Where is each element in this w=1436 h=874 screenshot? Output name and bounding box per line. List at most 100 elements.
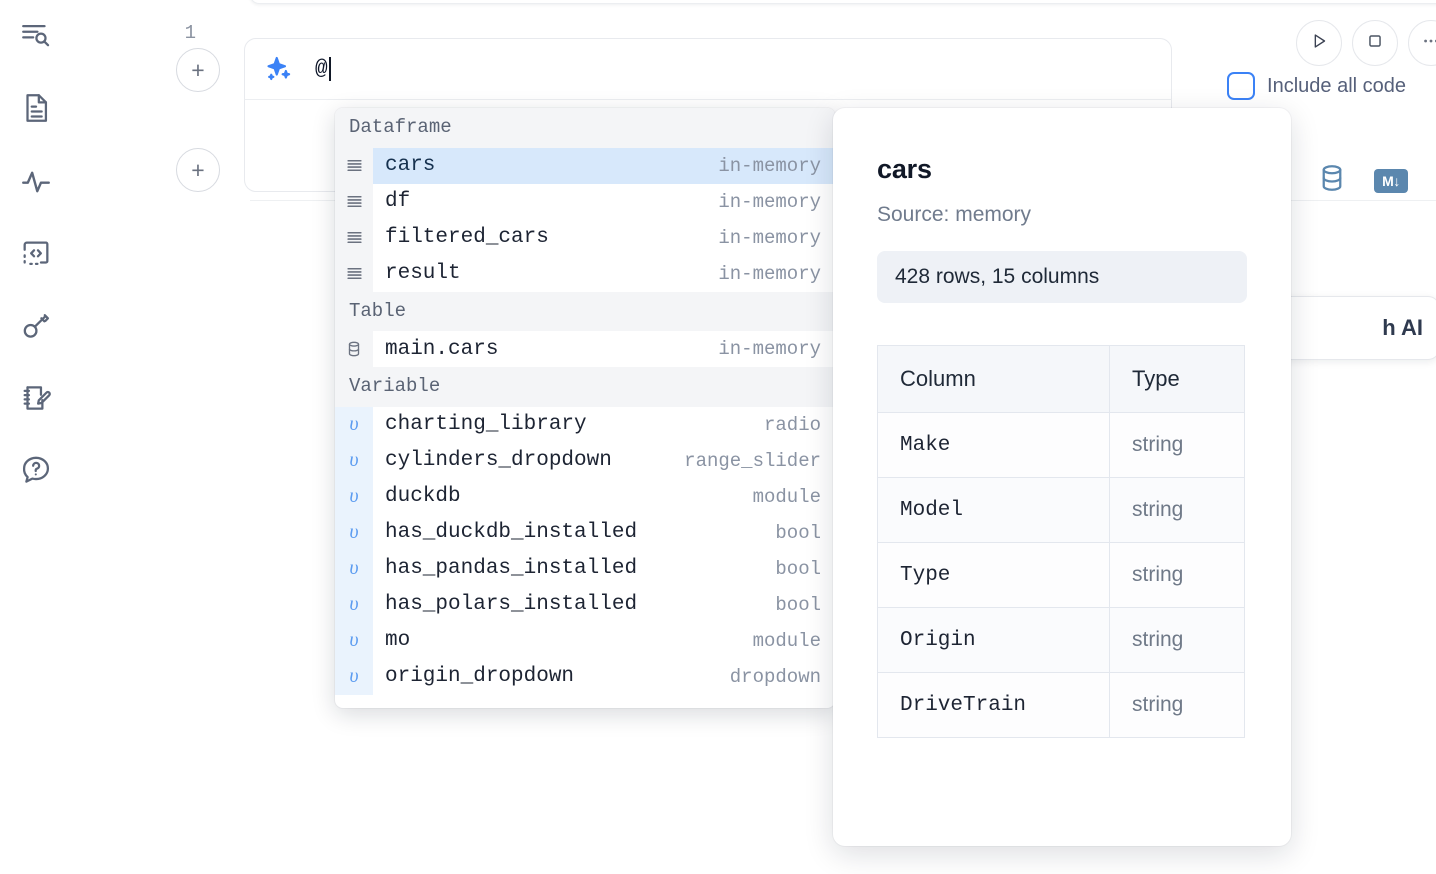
key-icon bbox=[19, 309, 53, 343]
dataframe-icon bbox=[335, 147, 373, 184]
text-caret bbox=[328, 57, 331, 81]
sidebar-item-secrets[interactable] bbox=[14, 304, 58, 348]
sidebar-item-help[interactable] bbox=[14, 448, 58, 492]
variable-icon: υ bbox=[335, 406, 373, 443]
left-sidebar-rail bbox=[0, 0, 72, 874]
cell-run-controls bbox=[1296, 20, 1436, 66]
autocomplete-item[interactable]: result in-memory bbox=[335, 255, 835, 292]
plus-icon: + bbox=[191, 156, 205, 183]
autocomplete-item-type: in-memory bbox=[718, 226, 821, 249]
more-cell-actions-button[interactable] bbox=[1408, 20, 1436, 66]
variable-icon: υ bbox=[335, 586, 373, 623]
ai-sparkle-icon bbox=[263, 54, 293, 84]
variable-icon: υ bbox=[335, 442, 373, 479]
autocomplete-item-name: has_pandas_installed bbox=[385, 557, 638, 581]
include-all-code-checkbox[interactable] bbox=[1227, 72, 1256, 100]
plus-icon: + bbox=[191, 56, 205, 83]
autocomplete-item-name: duckdb bbox=[385, 485, 461, 509]
doc-stats-pill: 428 rows, 15 columns bbox=[877, 251, 1247, 303]
sidebar-item-variables[interactable] bbox=[14, 160, 58, 204]
doc-title: cars bbox=[877, 154, 932, 184]
autocomplete-item[interactable]: df in-memory bbox=[335, 183, 835, 220]
autocomplete-item-type: in-memory bbox=[718, 147, 835, 184]
doc-column-type: string bbox=[1109, 672, 1245, 738]
include-all-code-label: Include all code bbox=[1267, 74, 1406, 97]
doc-column-type: string bbox=[1109, 412, 1245, 478]
table-db-icon bbox=[335, 331, 373, 368]
autocomplete-item-type: bool bbox=[775, 593, 821, 616]
autocomplete-item[interactable]: υ cylinders_dropdown range_slider bbox=[335, 442, 835, 479]
hidden-ai-card-label: h AI bbox=[1382, 315, 1423, 340]
file-text-icon bbox=[19, 91, 53, 125]
autocomplete-item-name: cars bbox=[373, 147, 719, 184]
sidebar-item-snippets[interactable] bbox=[14, 232, 58, 276]
code-brackets-icon bbox=[19, 237, 53, 271]
doc-header-type: Type bbox=[1109, 345, 1245, 413]
dataframe-icon bbox=[335, 183, 373, 220]
autocomplete-item[interactable]: υ charting_library radio bbox=[335, 406, 835, 443]
outline-search-icon bbox=[19, 19, 53, 53]
doc-column-type: string bbox=[1109, 542, 1245, 608]
notebook-pencil-icon bbox=[19, 381, 53, 415]
autocomplete-item-type: bool bbox=[775, 557, 821, 580]
ai-prompt-input[interactable]: @ bbox=[315, 57, 1153, 81]
autocomplete-item-type: bool bbox=[775, 521, 821, 544]
dataframe-doc-panel: cars Source: memory 428 rows, 15 columns… bbox=[833, 108, 1291, 846]
autocomplete-group-header: Table bbox=[335, 291, 835, 332]
autocomplete-item-type: in-memory bbox=[718, 190, 821, 213]
variable-icon: υ bbox=[335, 622, 373, 659]
dataframe-icon bbox=[335, 255, 373, 292]
doc-column-name: DriveTrain bbox=[877, 672, 1110, 738]
cell-type-icons: M↓ bbox=[1316, 162, 1408, 199]
sidebar-item-outline-search[interactable] bbox=[14, 14, 58, 58]
sidebar-item-notebook-file[interactable] bbox=[14, 86, 58, 130]
previous-cell-card bbox=[250, 0, 1436, 4]
autocomplete-item-name: cylinders_dropdown bbox=[385, 449, 612, 473]
add-cell-above-button[interactable]: + bbox=[176, 48, 220, 92]
autocomplete-item-name: has_polars_installed bbox=[385, 593, 638, 617]
markdown-icon[interactable]: M↓ bbox=[1374, 168, 1408, 193]
run-cell-button[interactable] bbox=[1296, 20, 1342, 66]
variable-icon: υ bbox=[335, 478, 373, 515]
stop-square-icon bbox=[1364, 30, 1386, 57]
autocomplete-item-type: range_slider bbox=[684, 449, 821, 472]
ai-prompt-value: @ bbox=[315, 57, 328, 81]
add-cell-below-button[interactable]: + bbox=[176, 148, 220, 192]
autocomplete-item-name: charting_library bbox=[385, 413, 587, 437]
variable-icon: υ bbox=[335, 514, 373, 551]
doc-source: Source: memory bbox=[877, 203, 1032, 226]
help-chat-icon bbox=[19, 453, 53, 487]
include-all-code-row[interactable]: Include all code bbox=[1227, 72, 1406, 100]
autocomplete-item[interactable]: υ has_polars_installed bool bbox=[335, 586, 835, 623]
autocomplete-group-header: Dataframe bbox=[335, 108, 835, 148]
autocomplete-item-name: origin_dropdown bbox=[385, 665, 575, 689]
autocomplete-item-name: main.cars bbox=[385, 337, 499, 361]
stop-cell-button[interactable] bbox=[1352, 20, 1398, 66]
autocomplete-item-type: in-memory bbox=[718, 262, 821, 285]
autocomplete-item-type: radio bbox=[763, 413, 821, 436]
hidden-ai-card[interactable]: h AI bbox=[1272, 296, 1436, 360]
autocomplete-item-name: mo bbox=[385, 629, 411, 653]
autocomplete-item-name: df bbox=[385, 190, 411, 214]
database-icon[interactable] bbox=[1316, 162, 1348, 199]
autocomplete-item-name: result bbox=[385, 262, 461, 286]
doc-table-header-row: Column Type bbox=[877, 345, 1245, 413]
autocomplete-item-type: module bbox=[752, 485, 821, 508]
activity-icon bbox=[19, 165, 53, 199]
dataframe-icon bbox=[335, 219, 373, 256]
doc-column-name: Make bbox=[877, 412, 1110, 478]
sidebar-item-scratchpad[interactable] bbox=[14, 376, 58, 420]
